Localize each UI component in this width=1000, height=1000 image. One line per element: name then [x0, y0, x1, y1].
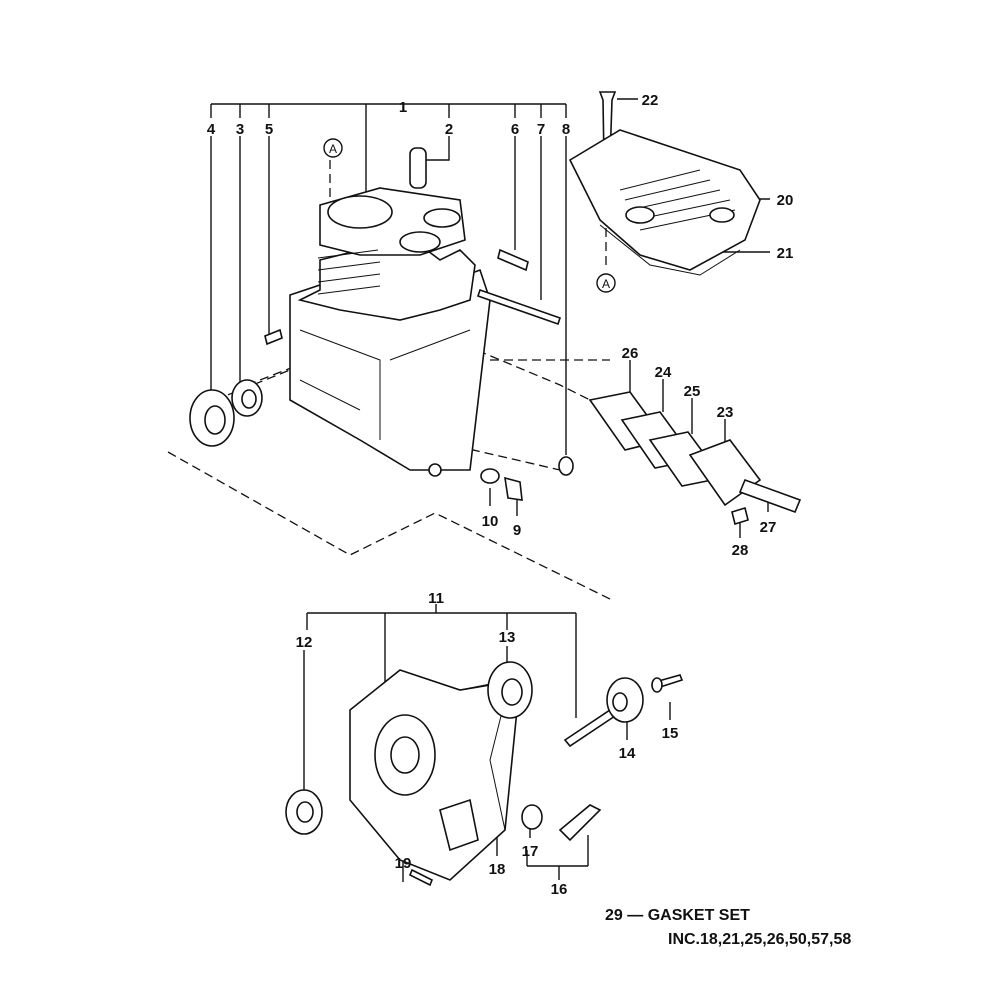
label-5: 5	[265, 121, 273, 138]
label-10: 10	[482, 513, 499, 530]
label-22: 22	[642, 92, 659, 109]
label-4: 4	[207, 121, 216, 138]
crankcase-cover	[349, 669, 521, 881]
part-number-labels: 1 4 3 5 2 6 7 8 22 20 21 26 24 25 23 10 …	[207, 92, 794, 898]
label-14: 14	[619, 745, 636, 762]
callout-a-head: A	[596, 273, 616, 293]
gasket-set-note: 29 — GASKET SET	[605, 907, 750, 924]
oil-seal-12-inner	[296, 801, 314, 823]
governor-parts	[408, 674, 684, 887]
label-21: 21	[777, 245, 794, 262]
label-18: 18	[489, 861, 506, 878]
label-2: 2	[445, 121, 453, 138]
svg-text:A: A	[329, 142, 337, 156]
label-8: 8	[562, 121, 570, 138]
label-7: 7	[537, 121, 545, 138]
gasket-set-includes: INC.18,21,25,26,50,57,58	[668, 931, 851, 948]
bearing-13-inner	[501, 678, 523, 706]
label-3: 3	[236, 121, 244, 138]
label-11: 11	[428, 590, 444, 607]
label-13: 13	[499, 629, 516, 646]
oil-seals-upper	[189, 379, 263, 447]
o-ring-10	[480, 468, 500, 484]
label-25: 25	[684, 383, 701, 400]
label-28: 28	[732, 542, 749, 559]
svg-text:A: A	[602, 277, 610, 291]
intake-gaskets	[588, 391, 802, 526]
label-19: 19	[395, 855, 412, 872]
label-20: 20	[777, 192, 794, 209]
drain-plug-9	[504, 476, 523, 501]
label-15: 15	[662, 725, 679, 742]
label-9: 9	[513, 522, 521, 539]
label-6: 6	[511, 121, 519, 138]
label-23: 23	[717, 404, 734, 421]
label-12: 12	[296, 634, 313, 651]
washer-8	[558, 456, 574, 476]
label-24: 24	[655, 364, 672, 381]
callout-a-top: A	[323, 138, 343, 158]
label-16: 16	[551, 881, 568, 898]
label-26: 26	[622, 345, 639, 362]
cylinder-block	[264, 147, 562, 477]
label-27: 27	[760, 519, 777, 536]
label-17: 17	[522, 843, 539, 860]
label-1: 1	[399, 99, 407, 116]
cylinder-head	[568, 91, 761, 276]
